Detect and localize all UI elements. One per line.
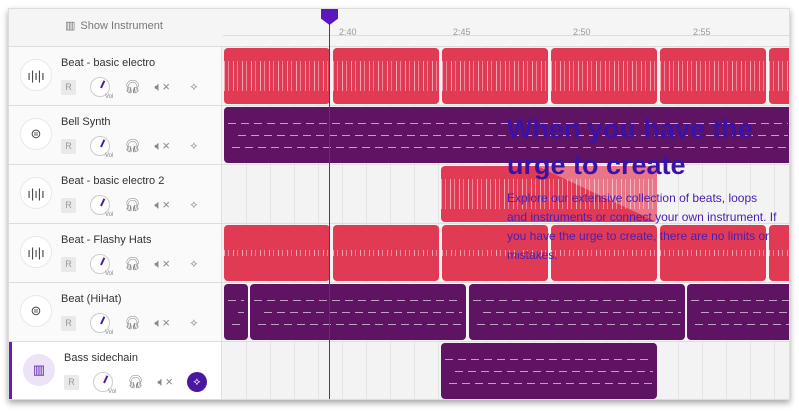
drum-icon[interactable]: ⊜ bbox=[20, 295, 52, 327]
headphones-solo-icon[interactable]: 🎧︎ bbox=[124, 315, 141, 330]
automation-icon[interactable]: ⟡ bbox=[190, 257, 198, 270]
timeline-header: ▥Show Instrument 2:40 2:45 2:50 2:55 bbox=[9, 9, 789, 47]
clip[interactable] bbox=[224, 284, 248, 340]
drum-icon[interactable]: ⊜ bbox=[20, 118, 52, 150]
headphones-solo-icon[interactable]: 🎧︎ bbox=[124, 197, 141, 212]
volume-knob[interactable]: Vol bbox=[90, 136, 114, 159]
volume-knob[interactable]: Vol bbox=[90, 77, 114, 100]
headphones-solo-icon[interactable]: 🎧︎ bbox=[124, 256, 141, 271]
piano-icon[interactable]: ▥ bbox=[23, 354, 55, 386]
track-name[interactable]: Beat (HiHat) bbox=[61, 293, 122, 305]
clip[interactable] bbox=[224, 107, 789, 163]
volume-label: Vol bbox=[105, 94, 114, 100]
record-arm-button[interactable]: R bbox=[61, 197, 76, 213]
track-header: ı|ı|ı Beat - basic electro 2 R Vol 🎧︎ 🔈︎… bbox=[9, 165, 222, 223]
mute-icon[interactable]: 🔈︎× bbox=[157, 374, 173, 389]
clip[interactable] bbox=[224, 48, 330, 104]
record-arm-button[interactable]: R bbox=[61, 138, 76, 154]
track-lane[interactable] bbox=[223, 224, 789, 282]
track-lane[interactable] bbox=[223, 342, 789, 399]
track-header: ı|ı|ı Beat - basic electro R Vol 🎧︎ 🔈︎× … bbox=[9, 47, 222, 105]
volume-label: Vol bbox=[105, 271, 114, 277]
clip[interactable] bbox=[687, 284, 789, 340]
volume-label: Vol bbox=[105, 212, 114, 218]
waveform-icon[interactable]: ı|ı|ı bbox=[20, 236, 52, 268]
clip[interactable] bbox=[442, 225, 548, 281]
track-row[interactable]: ⊜ Bell Synth R Vol 🎧︎ 🔈︎× ⟡ bbox=[9, 106, 789, 165]
clip[interactable] bbox=[551, 225, 657, 281]
mute-icon[interactable]: 🔈︎× bbox=[154, 256, 170, 271]
track-row[interactable]: ı|ı|ı Beat - Flashy Hats R Vol 🎧︎ 🔈︎× ⟡ bbox=[9, 224, 789, 283]
clip[interactable] bbox=[224, 225, 330, 281]
clip[interactable] bbox=[469, 284, 685, 340]
track-name[interactable]: Beat - Flashy Hats bbox=[61, 234, 152, 246]
tick-label: 2:40 bbox=[339, 27, 357, 37]
clip[interactable] bbox=[769, 225, 789, 281]
automation-icon[interactable]: ⟡ bbox=[190, 139, 198, 152]
clip[interactable] bbox=[441, 166, 657, 222]
volume-label: Vol bbox=[105, 330, 114, 336]
track-lane[interactable] bbox=[223, 283, 789, 341]
volume-knob[interactable]: Vol bbox=[90, 313, 114, 336]
tick-label: 2:45 bbox=[453, 27, 471, 37]
track-header: ▥ Bass sidechain R Vol 🎧︎ 🔈︎× ⟡ bbox=[9, 342, 222, 399]
clip[interactable] bbox=[333, 225, 439, 281]
clip[interactable] bbox=[442, 48, 548, 104]
volume-knob[interactable]: Vol bbox=[90, 195, 114, 218]
playhead[interactable] bbox=[329, 9, 330, 399]
track-name[interactable]: Beat - basic electro bbox=[61, 57, 156, 69]
clip[interactable] bbox=[660, 225, 766, 281]
track-header: ı|ı|ı Beat - Flashy Hats R Vol 🎧︎ 🔈︎× ⟡ bbox=[9, 224, 222, 282]
track-row[interactable]: ▥ Bass sidechain R Vol 🎧︎ 🔈︎× ⟡ bbox=[9, 342, 789, 399]
record-arm-button[interactable]: R bbox=[61, 315, 76, 331]
waveform-icon[interactable]: ı|ı|ı bbox=[20, 59, 52, 91]
mute-icon[interactable]: 🔈︎× bbox=[154, 315, 170, 330]
show-instrument-button[interactable]: ▥Show Instrument bbox=[65, 19, 163, 33]
record-arm-button[interactable]: R bbox=[64, 374, 79, 390]
volume-label: Vol bbox=[105, 153, 114, 159]
volume-knob[interactable]: Vol bbox=[93, 372, 117, 395]
track-name[interactable]: Bass sidechain bbox=[64, 352, 138, 364]
clip[interactable] bbox=[769, 48, 789, 104]
volume-label: Vol bbox=[108, 389, 117, 395]
track-header: ⊜ Bell Synth R Vol 🎧︎ 🔈︎× ⟡ bbox=[9, 106, 222, 164]
automation-icon[interactable]: ⟡ bbox=[186, 372, 207, 392]
headphones-solo-icon[interactable]: 🎧︎ bbox=[124, 79, 141, 94]
automation-icon[interactable]: ⟡ bbox=[190, 316, 198, 329]
promo-body: Explore our extensive collection of beat… bbox=[507, 191, 777, 262]
track-header: ⊜ Beat (HiHat) R Vol 🎧︎ 🔈︎× ⟡ bbox=[9, 283, 222, 341]
track-name[interactable]: Bell Synth bbox=[61, 116, 111, 128]
clip[interactable] bbox=[660, 48, 766, 104]
mute-icon[interactable]: 🔈︎× bbox=[154, 138, 170, 153]
volume-knob[interactable]: Vol bbox=[90, 254, 114, 277]
headphones-solo-icon[interactable]: 🎧︎ bbox=[124, 138, 141, 153]
track-row[interactable]: ⊜ Beat (HiHat) R Vol 🎧︎ 🔈︎× ⟡ bbox=[9, 283, 789, 342]
mute-icon[interactable]: 🔈︎× bbox=[154, 79, 170, 94]
time-ruler[interactable]: 2:40 2:45 2:50 2:55 bbox=[223, 9, 789, 47]
automation-icon[interactable]: ⟡ bbox=[190, 198, 198, 211]
promo-overlay: When you have the urge to create Explore… bbox=[507, 111, 777, 265]
track-lane[interactable] bbox=[223, 165, 789, 223]
track-lane[interactable] bbox=[223, 47, 789, 105]
record-arm-button[interactable]: R bbox=[61, 79, 76, 95]
mute-icon[interactable]: 🔈︎× bbox=[154, 197, 170, 212]
playhead-handle[interactable] bbox=[321, 9, 338, 25]
clip[interactable] bbox=[551, 48, 657, 104]
clip[interactable] bbox=[250, 284, 466, 340]
clip[interactable] bbox=[333, 48, 439, 104]
clip[interactable] bbox=[441, 343, 657, 399]
record-arm-button[interactable]: R bbox=[61, 256, 76, 272]
piano-icon: ▥ bbox=[65, 20, 76, 32]
tick-label: 2:50 bbox=[573, 27, 591, 37]
track-name[interactable]: Beat - basic electro 2 bbox=[61, 175, 165, 187]
tick-label: 2:55 bbox=[693, 27, 711, 37]
track-lane[interactable] bbox=[223, 106, 789, 164]
waveform-icon[interactable]: ı|ı|ı bbox=[20, 177, 52, 209]
headphones-solo-icon[interactable]: 🎧︎ bbox=[127, 374, 144, 389]
automation-icon[interactable]: ⟡ bbox=[190, 80, 198, 93]
track-row[interactable]: ı|ı|ı Beat - basic electro R Vol 🎧︎ 🔈︎× … bbox=[9, 47, 789, 106]
track-row[interactable]: ı|ı|ı Beat - basic electro 2 R Vol 🎧︎ 🔈︎… bbox=[9, 165, 789, 224]
daw-window: ▥Show Instrument 2:40 2:45 2:50 2:55 ı|ı… bbox=[8, 8, 790, 400]
promo-heading: When you have the urge to create bbox=[507, 114, 754, 180]
